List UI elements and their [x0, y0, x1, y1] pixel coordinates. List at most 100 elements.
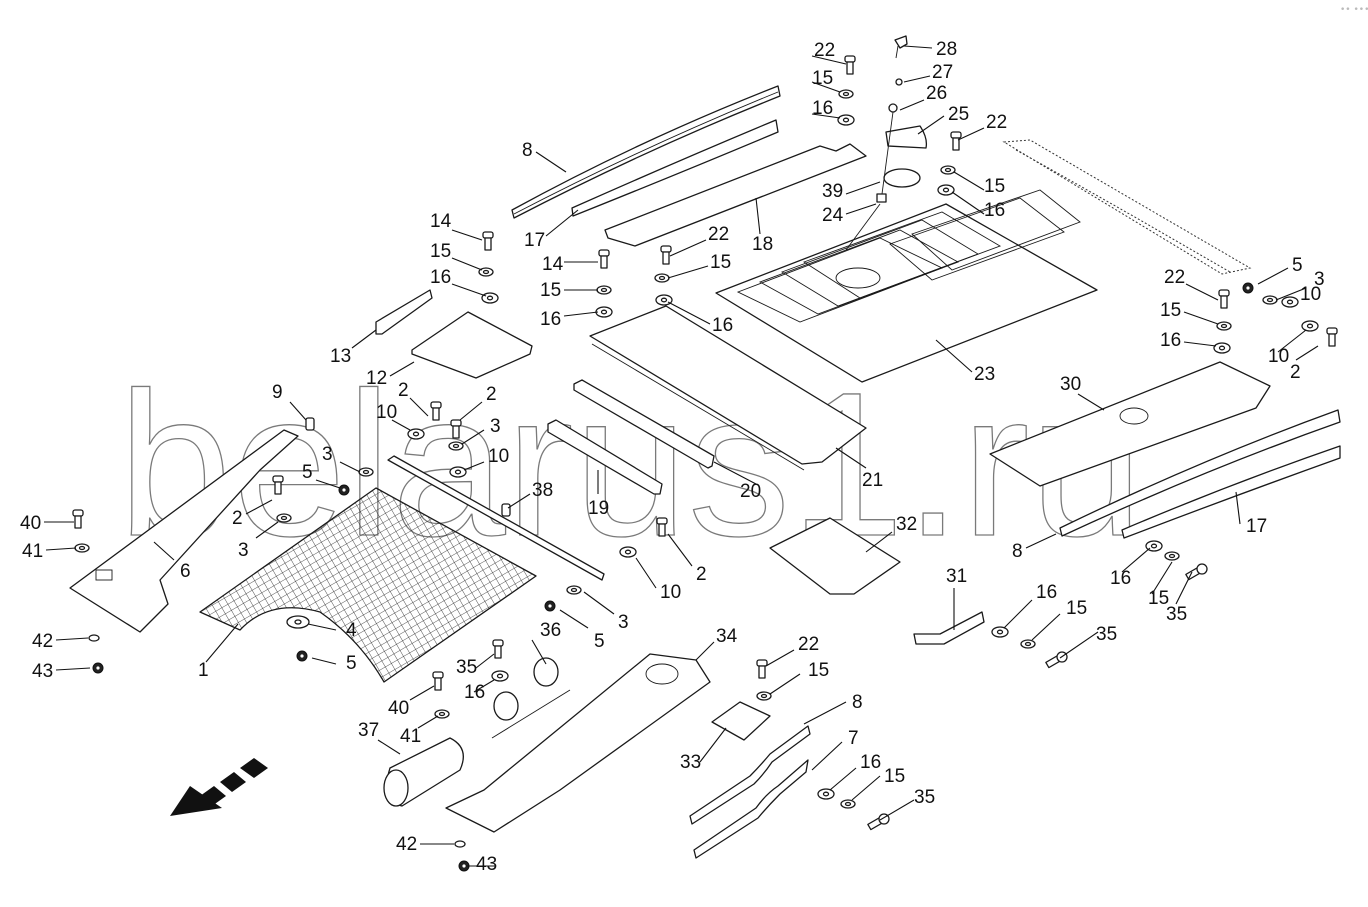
washer-washer-icon[interactable]: [566, 585, 582, 595]
part-floor-grating[interactable]: [199, 487, 537, 683]
screw-bolt-icon[interactable]: [598, 249, 610, 269]
spacer-washer-spacer-icon[interactable]: [449, 466, 467, 478]
bolt-short-bolt-icon[interactable]: [844, 55, 856, 75]
callout-label[interactable]: 15: [808, 660, 829, 681]
callout-spring-washer[interactable]: 15: [667, 252, 731, 279]
callout-label[interactable]: 7: [848, 728, 859, 749]
callout-hatch-cover[interactable]: 25: [917, 104, 969, 135]
callout-label[interactable]: 28: [936, 39, 957, 60]
part-inspection-plate[interactable]: [711, 701, 771, 741]
spring-washer-swasher-icon[interactable]: [940, 165, 956, 175]
callout-nut[interactable]: 5: [1257, 255, 1303, 285]
callout-nut[interactable]: 5: [559, 609, 605, 652]
callout-label[interactable]: 40: [20, 513, 41, 534]
callout-flat-washer[interactable]: 16: [1160, 330, 1217, 351]
callout-spring-washer[interactable]: 15: [769, 660, 829, 695]
callout-rear-panel[interactable]: 18: [752, 197, 773, 255]
spacer-washer-spacer-icon[interactable]: [619, 546, 637, 558]
bolt-short-bolt-icon[interactable]: [660, 245, 672, 265]
part-cover-plate[interactable]: [411, 311, 533, 379]
callout-label[interactable]: 22: [798, 634, 819, 655]
callout-spacer-washer[interactable]: 10: [1268, 329, 1307, 367]
callout-nut[interactable]: 5: [311, 653, 357, 674]
spring-washer-swasher-icon[interactable]: [756, 691, 772, 701]
spacer-washer-spacer-icon[interactable]: [1301, 320, 1319, 332]
part-side-cover[interactable]: [769, 517, 901, 595]
stud-stud-icon[interactable]: [305, 417, 315, 431]
callout-label[interactable]: 15: [984, 176, 1005, 197]
callout-label[interactable]: 15: [1148, 588, 1169, 609]
callout-flat-washer[interactable]: 16: [1110, 547, 1151, 589]
callout-label[interactable]: 25: [948, 104, 969, 125]
part-rubber-seal-top[interactable]: [511, 85, 781, 219]
callout-hex-bolt[interactable]: 35: [879, 787, 935, 821]
callout-label[interactable]: 15: [812, 68, 833, 89]
callout-washer[interactable]: 3: [461, 416, 501, 445]
callout-label[interactable]: 3: [238, 540, 249, 561]
callout-side-cover[interactable]: 32: [865, 514, 917, 553]
callout-label[interactable]: 16: [1036, 582, 1057, 603]
callout-label[interactable]: 9: [272, 382, 283, 403]
callout-bolt-short[interactable]: 22: [957, 112, 1007, 141]
callout-label[interactable]: 20: [740, 481, 761, 502]
callout-label[interactable]: 2: [398, 380, 409, 401]
callout-bolt[interactable]: 2: [459, 384, 497, 421]
callout-washer[interactable]: 41: [400, 715, 439, 747]
washer-washer-icon[interactable]: [434, 709, 450, 719]
bolt-bolt-icon[interactable]: [1326, 327, 1338, 347]
part-fire-extinguisher[interactable]: [383, 737, 464, 807]
spring-washer-swasher-icon[interactable]: [654, 273, 670, 283]
callout-rubber-seal-profile[interactable]: 8: [803, 692, 863, 725]
flat-washer-fwasher-icon[interactable]: [817, 788, 835, 800]
bolt-bolt-icon[interactable]: [450, 419, 462, 439]
callout-flat-washer[interactable]: 16: [667, 301, 733, 336]
callout-washer[interactable]: 3: [1275, 269, 1325, 301]
callout-nut[interactable]: 5: [302, 462, 341, 489]
callout-label[interactable]: 41: [400, 726, 421, 747]
callout-label[interactable]: 12: [366, 368, 387, 389]
bolt-bolt-icon[interactable]: [272, 475, 284, 495]
hex-bolt-bolt-icon[interactable]: [492, 639, 504, 659]
callout-angle-bracket[interactable]: 13: [330, 329, 377, 367]
part-extinguisher-frame[interactable]: [445, 653, 711, 833]
callout-label[interactable]: 2: [486, 384, 497, 405]
callout-label[interactable]: 15: [884, 766, 905, 787]
spring-washer-swasher-icon[interactable]: [1164, 551, 1180, 561]
part-seat-rails[interactable]: [547, 379, 715, 495]
callout-label[interactable]: 16: [430, 267, 451, 288]
callout-spring-washer[interactable]: 15: [540, 280, 598, 301]
callout-label[interactable]: 19: [588, 498, 609, 519]
callout-left-step-bracket[interactable]: 6: [153, 541, 191, 582]
callout-center-floor-panel[interactable]: 21: [835, 447, 883, 491]
callout-spring-washer[interactable]: 15: [1031, 598, 1087, 641]
callout-label[interactable]: 5: [1292, 255, 1303, 276]
callout-flat-washer[interactable]: 16: [951, 191, 1005, 221]
callout-label[interactable]: 10: [376, 402, 397, 423]
callout-label[interactable]: 16: [712, 315, 733, 336]
callout-extinguisher-bracket[interactable]: 36: [531, 620, 561, 665]
callout-label[interactable]: 33: [680, 752, 701, 773]
callout-label[interactable]: 24: [822, 205, 844, 226]
callout-knob-screw[interactable]: 28: [903, 39, 957, 60]
callout-label[interactable]: 35: [456, 657, 477, 678]
hex-bolt-hexbolt-icon[interactable]: [1045, 651, 1068, 669]
part-lower-seal-strip[interactable]: [693, 759, 809, 859]
pin-stud-icon[interactable]: [501, 503, 511, 517]
callout-label[interactable]: 3: [322, 444, 333, 465]
callout-label[interactable]: 8: [852, 692, 863, 713]
callout-label[interactable]: 38: [532, 480, 553, 501]
callout-label[interactable]: 37: [358, 720, 379, 741]
callout-hex-bolt[interactable]: 35: [1059, 624, 1117, 659]
callout-spacer-washer[interactable]: 10: [376, 402, 411, 431]
callout-spring-washer[interactable]: 15: [851, 766, 905, 801]
callout-label[interactable]: 3: [1314, 269, 1325, 290]
callout-label[interactable]: 30: [1060, 374, 1081, 395]
callout-large-washer[interactable]: 4: [307, 620, 357, 641]
callout-washer[interactable]: 42: [32, 631, 89, 652]
flat-washer-fwasher-icon[interactable]: [1213, 342, 1231, 354]
callout-small-washer[interactable]: 27: [903, 62, 953, 83]
callout-flat-washer[interactable]: 16: [540, 309, 599, 330]
spring-washer-swasher-icon[interactable]: [1216, 321, 1232, 331]
callout-seat-rail-left[interactable]: 19: [588, 470, 609, 519]
part-extinguisher-bracket[interactable]: [491, 657, 571, 739]
